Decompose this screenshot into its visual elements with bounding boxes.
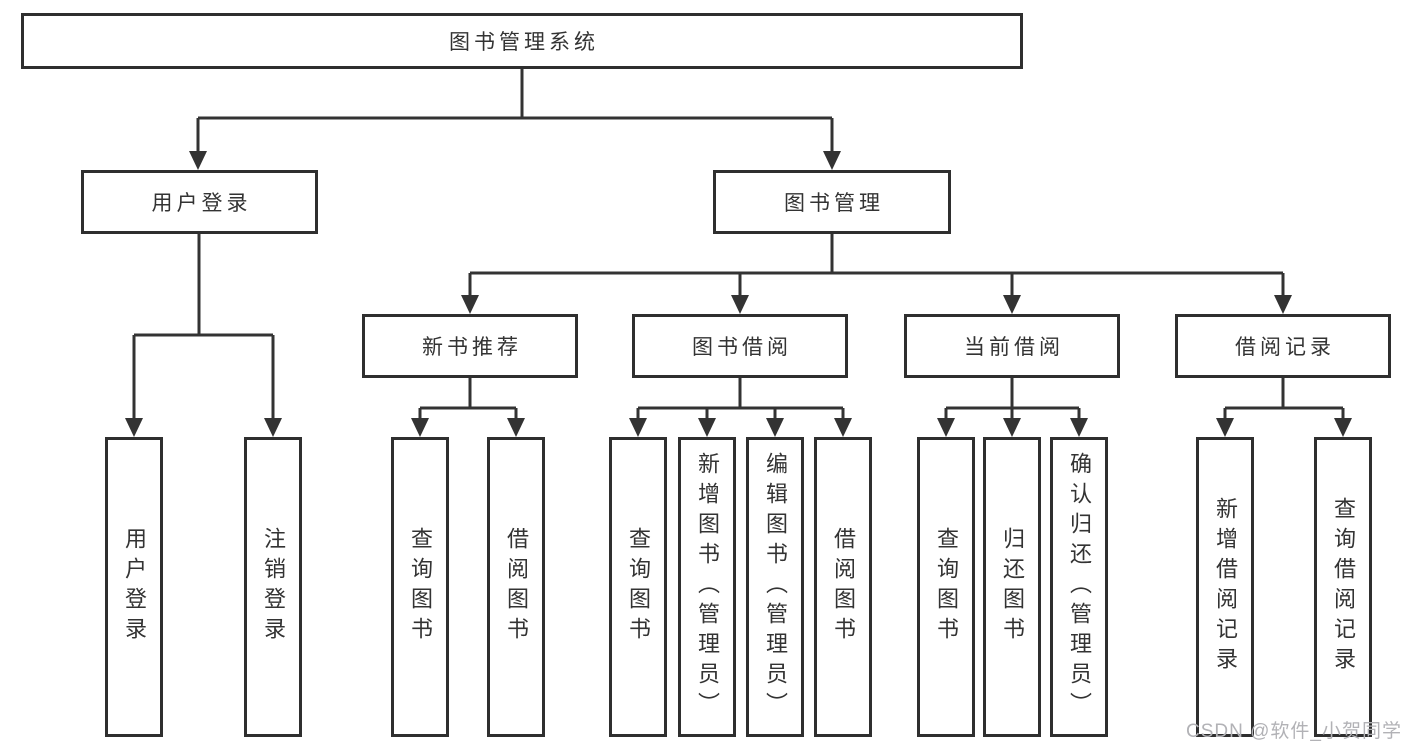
leaf-query-book-newbook: 查询图书 [391, 437, 449, 737]
leaf-query-borrow-record: 查询借阅记录 [1314, 437, 1372, 737]
leaf-edit-book-admin: 编辑图书（管理员） [746, 437, 804, 737]
node-borrow-record: 借阅记录 [1175, 314, 1391, 378]
leaf-borrow-book-borrow: 借阅图书 [814, 437, 872, 737]
node-current-borrow: 当前借阅 [904, 314, 1120, 378]
leaf-user-login: 用户登录 [105, 437, 163, 737]
node-root-system: 图书管理系统 [21, 13, 1023, 69]
leaf-logout-login: 注销登录 [244, 437, 302, 737]
node-book-borrow: 图书借阅 [632, 314, 848, 378]
leaf-add-book-admin: 新增图书（管理员） [678, 437, 736, 737]
arrowhead-icons [125, 151, 1352, 437]
node-new-book-recommend: 新书推荐 [362, 314, 578, 378]
leaf-confirm-return-admin: 确认归还（管理员） [1050, 437, 1108, 737]
leaf-borrow-book-newbook: 借阅图书 [487, 437, 545, 737]
leaf-return-book: 归还图书 [983, 437, 1041, 737]
leaf-query-book-current: 查询图书 [917, 437, 975, 737]
csdn-watermark: CSDN @软件_小贺同学 [1186, 721, 1402, 742]
leaf-add-borrow-record: 新增借阅记录 [1196, 437, 1254, 737]
node-book-management: 图书管理 [713, 170, 951, 234]
leaf-query-book-borrow: 查询图书 [609, 437, 667, 737]
node-user-login: 用户登录 [81, 170, 318, 234]
